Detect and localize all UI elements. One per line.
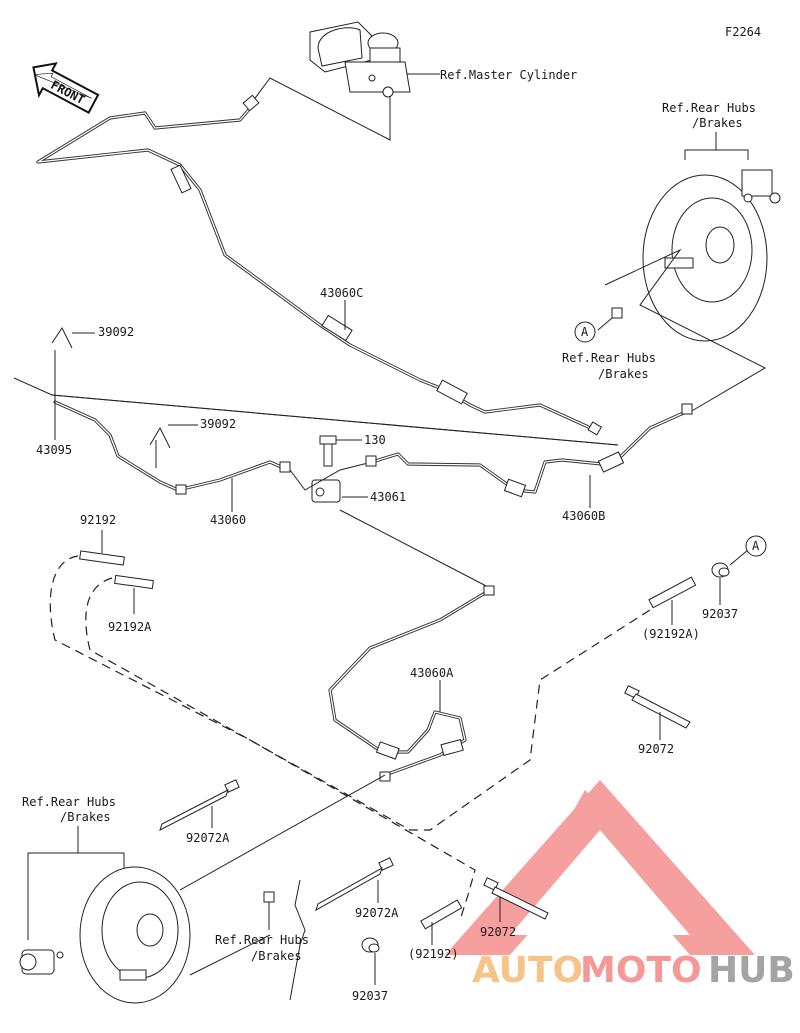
part-92192a-label: 92192A [108, 620, 152, 634]
ref-rear-hubs-mid-label-1: Ref.Rear Hubs [562, 351, 656, 365]
part-92037-a-label: 92037 [702, 607, 738, 621]
ref-rear-hubs-bottom-label-2: /Brakes [251, 949, 302, 963]
sleeve-92192a-right [648, 576, 697, 609]
brake-line-43060 [175, 460, 291, 495]
part-43060a-label: 43060A [410, 666, 454, 680]
callout-a-top-label: A [581, 325, 589, 339]
watermark-part3: HUB [708, 950, 795, 991]
part-92192a-paren-label: (92192A) [642, 627, 700, 641]
front-arrow: FRONT [32, 62, 100, 114]
junction-block-43061 [311, 435, 341, 503]
brake-line-43060c [36, 94, 603, 436]
rear-hub-bottom-left [19, 866, 191, 1004]
ref-rear-hubs-top-label-2: /Brakes [692, 116, 743, 130]
callout-a-bottom [745, 535, 767, 557]
ref-rear-hubs-top-label-1: Ref.Rear Hubs [662, 101, 756, 115]
cable-tie-92072-b [483, 877, 549, 920]
rear-hub-top-right [642, 169, 781, 342]
sleeve-92192-bottom [420, 899, 463, 930]
part-92072a-b-label: 92072A [355, 906, 399, 920]
ref-master-cylinder-label: Ref.Master Cylinder [440, 68, 577, 82]
part-39092-b-label: 39092 [200, 417, 236, 431]
watermark-text: AUTO MOTO HUB [472, 950, 795, 991]
bleeder-bottom [263, 891, 275, 903]
watermark-part2: MOTO [580, 950, 702, 991]
part-43060b-label: 43060B [562, 509, 605, 523]
ref-rear-hubs-left-label-2: /Brakes [60, 810, 111, 824]
part-92192-label: 92192 [80, 513, 116, 527]
brake-line-43060a [328, 585, 495, 782]
routing-dash-1 [49, 555, 476, 921]
clamp-92037-right [711, 562, 730, 578]
part-92072-b-label: 92072 [480, 925, 516, 939]
clamp-92037-bottom [361, 937, 380, 953]
master-cylinder [309, 21, 411, 98]
part-43060-label: 43060 [210, 513, 246, 527]
watermark-part1: AUTO [472, 950, 583, 991]
watermark-logo [445, 780, 755, 955]
figure-code: F2264 [725, 25, 761, 39]
routing-dash-2 [85, 577, 651, 831]
part-92037-b-label: 92037 [352, 989, 388, 1003]
callout-a-bottom-label: A [752, 539, 760, 553]
part-92072a-a-label: 92072A [186, 831, 230, 845]
part-43095-label: 43095 [36, 443, 72, 457]
part-92192-paren-label: (92192) [408, 947, 459, 961]
ref-rear-hubs-mid-label-2: /Brakes [598, 367, 649, 381]
brake-line-43060b [365, 403, 693, 498]
part-92072-a-label: 92072 [638, 742, 674, 756]
cable-tie-92072a-b [315, 857, 394, 912]
cable-tie-92072a-a [159, 779, 240, 832]
brake-hose-43095 [53, 400, 180, 492]
sleeve-92192 [79, 550, 125, 566]
callout-a-top [574, 321, 596, 343]
part-43060c-label: 43060C [320, 286, 363, 300]
sleeve-92192a [114, 574, 154, 590]
part-43061-label: 43061 [370, 490, 406, 504]
ref-rear-hubs-bottom-label-1: Ref.Rear Hubs [215, 933, 309, 947]
part-130-label: 130 [364, 433, 386, 447]
part-39092-a-label: 39092 [98, 325, 134, 339]
cable-tie-92072-a [624, 685, 691, 729]
ref-rear-hubs-left-label-1: Ref.Rear Hubs [22, 795, 116, 809]
